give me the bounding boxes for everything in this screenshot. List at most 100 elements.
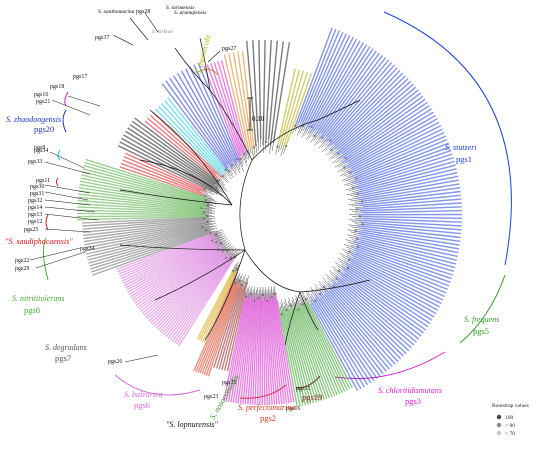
- tip-label-stroke: [362, 209, 463, 214]
- tip-label-stroke: [131, 244, 216, 300]
- tip-label-stroke: [218, 282, 244, 370]
- tip-label-stroke: [274, 296, 293, 403]
- tip-label-stroke: [154, 250, 228, 328]
- tree-branch: [332, 266, 339, 272]
- tree-branch: [327, 280, 334, 287]
- tip-fan-2: [223, 285, 295, 406]
- tree-branch: [341, 162, 349, 168]
- tip-label-stroke: [117, 234, 211, 273]
- tree-branch: [318, 142, 324, 149]
- tree-branch: [237, 276, 241, 285]
- clade-lopnurensis: "S. lopnurensis": [166, 420, 218, 429]
- tip-label-stroke: [345, 101, 428, 159]
- bootstrap-node: [219, 242, 222, 245]
- tip-label-stroke: [84, 224, 209, 249]
- tip-label-stroke: [305, 302, 351, 390]
- tree-branch: [232, 267, 237, 275]
- tip-label-stroke: [232, 52, 251, 146]
- tip-label-stroke: [314, 293, 375, 382]
- tree-branch: [205, 203, 214, 206]
- tree-branch: [252, 150, 254, 159]
- pgs-label-17: pgs17: [73, 74, 87, 80]
- tip-label-stroke: [148, 248, 227, 322]
- tree-backbone: [119, 37, 371, 346]
- tree-branch: [350, 184, 359, 187]
- tree-branch: [335, 158, 343, 164]
- tip-label-stroke: [120, 162, 204, 194]
- tip-label-stroke: [299, 31, 344, 129]
- tree-branch: [215, 236, 223, 241]
- tree-branch: [291, 299, 295, 308]
- pgs-label-9: pgs9: [34, 145, 45, 151]
- tip-label-stroke: [344, 114, 436, 169]
- tree-branch: [267, 139, 269, 148]
- tree-branch: [281, 299, 284, 308]
- tip-label-stroke: [167, 259, 229, 339]
- tip-label-stroke: [232, 296, 251, 403]
- tip-label-stroke: [81, 174, 203, 203]
- bootstrap-node: [203, 217, 206, 220]
- arc-saudi: [45, 214, 49, 231]
- tip-label-stroke: [116, 231, 216, 270]
- tip-label-stroke: [82, 217, 205, 227]
- tree-branch: [316, 133, 322, 140]
- clade-balearica-name: S. balearica: [124, 390, 163, 399]
- tree-branch: [206, 228, 214, 231]
- bootstrap-node: [351, 186, 355, 189]
- tree-branch: [273, 285, 276, 294]
- tip-label-stroke: [346, 256, 442, 305]
- tip-fan-10: [117, 117, 228, 197]
- bootstrap-node: [354, 230, 357, 233]
- tree-branch: [216, 174, 223, 180]
- tree-branch: [314, 139, 320, 146]
- tip-label-stroke: [144, 120, 220, 182]
- bootstrap-node: [304, 298, 308, 301]
- tree-branch: [268, 286, 270, 295]
- tree-branch: [253, 286, 255, 295]
- tree-branch: [225, 251, 232, 259]
- tree-branch: [287, 304, 291, 313]
- tip-label-stroke: [141, 248, 222, 315]
- bootstrap-node: [215, 192, 219, 195]
- bootstrap-node: [329, 139, 332, 142]
- clade-stutzeri-pgs: pgs1: [456, 154, 472, 164]
- clade-nitri-name: S. nitrititolerans: [12, 294, 64, 303]
- tip-label-stroke: [305, 298, 353, 389]
- bootstrap-node: [249, 293, 252, 296]
- tree-branch: [347, 229, 356, 232]
- tip-label-stroke: [223, 54, 248, 152]
- tree-branch: [297, 121, 302, 130]
- tip-label-stroke: [356, 219, 462, 227]
- tree-branch: [269, 292, 272, 301]
- tip-label-stroke: [321, 57, 387, 139]
- tree-branch: [330, 273, 337, 279]
- tree-branch: [252, 289, 254, 298]
- bootstrap-node: [301, 303, 304, 306]
- pgs-label-32: pgs32: [28, 198, 42, 204]
- arc-balearica: [114, 374, 201, 396]
- pgs-label-24: pgs24: [80, 246, 94, 252]
- bootstrap-node: [321, 136, 324, 139]
- tree-branch: [220, 238, 228, 244]
- tip-label-stroke: [353, 131, 445, 175]
- tree-branch: [341, 256, 350, 261]
- bootstrap-node: [337, 269, 340, 273]
- tip-label-stroke: [78, 190, 208, 209]
- tip-label-stroke: [337, 83, 414, 150]
- tree-branch: [223, 242, 231, 248]
- tree-branch: [214, 184, 222, 190]
- tip-fan-1: [277, 292, 353, 407]
- tree-branch: [346, 254, 354, 259]
- tip-label-stroke: [173, 75, 234, 169]
- tree-branch: [201, 204, 210, 207]
- tree-branch: [338, 162, 346, 168]
- arc-nitri: [42, 237, 49, 281]
- tip-label-stroke: [84, 161, 210, 201]
- tip-label-stroke: [356, 190, 461, 205]
- tree-branch: [340, 263, 349, 269]
- tip-label-stroke: [281, 313, 301, 407]
- tree-branch: [270, 289, 272, 298]
- bootstrap-node: [239, 158, 242, 161]
- bootstrap-node: [322, 286, 325, 289]
- tip-label-stroke: [121, 137, 214, 189]
